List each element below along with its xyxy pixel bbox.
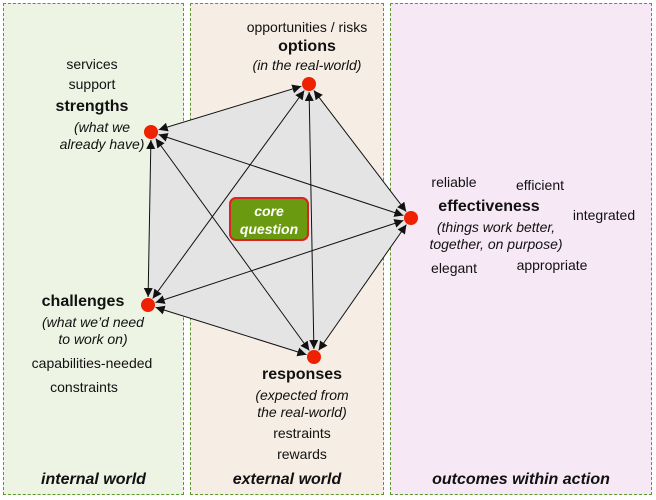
challenges-title: challenges [41,293,125,310]
options-title: options [278,38,336,55]
options-sub: (in the real-world) [252,57,362,73]
outcomes-panel: outcomes within action [390,3,652,495]
edge-effectiveness-responses [318,224,407,351]
node-strengths [144,125,158,139]
outcomes-label: outcomes within action [432,471,610,488]
strengths-sub-1: (what we [73,119,131,135]
options-pre: opportunities / risks [246,19,368,35]
effectiveness-integrated: integrated [572,207,636,223]
responses-title: responses [261,366,343,383]
edge-strengths-challenges [143,139,156,298]
effectiveness-title: effectiveness [438,198,540,215]
strengths-title: strengths [55,98,129,115]
core-question-box: core question [229,197,309,241]
strengths-pre-2: support [68,76,116,92]
internal-world-label: internal world [41,471,146,488]
external-world-label: external world [232,471,342,488]
strengths-pre-1: services [66,56,118,72]
edge-challenges-responses [155,305,307,357]
node-challenges [141,298,155,312]
challenges-post-2: constraints [50,379,118,395]
challenges-post-1: capabilities-needed [31,355,153,371]
responses-post-2: rewards [277,446,327,462]
effectiveness-elegant: elegant [431,260,477,276]
core-line-1: core [254,203,284,219]
core-line-2: question [239,221,299,237]
challenges-sub-1: (what we’d need [42,314,144,330]
responses-sub-2: the real-world) [257,404,347,420]
effectiveness-appropriate: appropriate [516,257,588,273]
effectiveness-sub-2: together, on purpose) [429,236,563,252]
node-effectiveness [404,211,418,225]
node-responses [307,350,321,364]
effectiveness-efficient: efficient [516,177,564,193]
strengths-sub-2: already have) [59,136,145,152]
effectiveness-reliable: reliable [431,174,477,190]
responses-post-1: restraints [273,425,331,441]
responses-sub-1: (expected from [255,387,349,403]
node-options [302,77,316,91]
effectiveness-sub-1: (things work better, [436,219,556,235]
challenges-sub-2: to work on) [58,331,128,347]
